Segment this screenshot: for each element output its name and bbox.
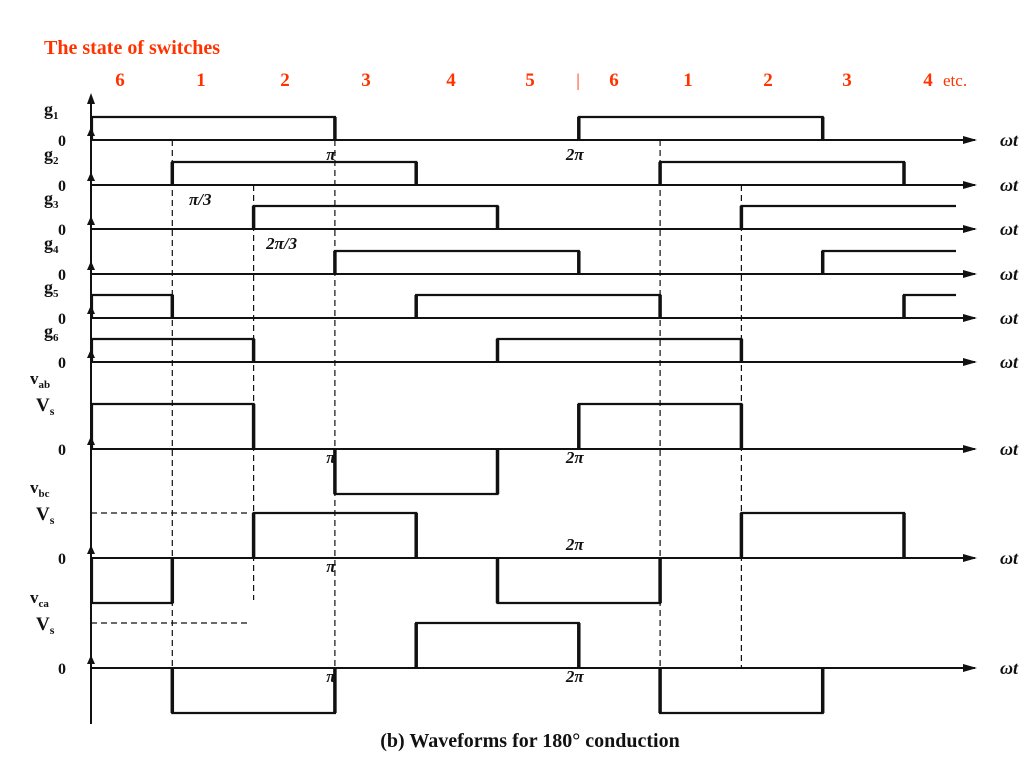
zero-label: 0 (58, 661, 66, 678)
angle-mark: π (326, 145, 336, 164)
time-axis-label: ωt (1000, 175, 1019, 195)
gate-pulse (90, 293, 174, 318)
voltage-pulse (333, 449, 499, 496)
switch-state-title: The state of switches (44, 37, 220, 59)
time-axis-label: ωt (1000, 219, 1019, 239)
switch-state-number: 5 (525, 70, 535, 91)
voltage-pulse (659, 668, 824, 715)
angle-mark: π (326, 557, 336, 576)
vertical-axis-arrow (87, 93, 95, 104)
voltage-label: vbc (30, 478, 50, 500)
angle-mark: π (326, 667, 336, 686)
time-axis-label: ωt (1000, 352, 1019, 372)
zero-label: 0 (58, 222, 66, 239)
switch-state-number: 4 (446, 70, 456, 91)
zero-label: 0 (58, 178, 66, 195)
time-axis-label: ωt (1000, 439, 1019, 459)
gate-pulse (740, 204, 956, 229)
switch-state-sequence: 6 1 2 3 4 5 6 1 2 3 4 | etc. (115, 70, 967, 91)
time-axis-arrow (963, 136, 977, 144)
switch-state-etc: etc. (943, 71, 967, 90)
switch-state-number: 2 (763, 70, 773, 91)
angle-mark: 2π/3 (265, 234, 298, 253)
switch-state-separator: | (576, 70, 580, 90)
switch-state-number: 1 (196, 70, 206, 91)
gate-pulse (90, 115, 336, 140)
voltage-label: vab (30, 369, 50, 391)
gate-pulse (171, 160, 418, 185)
gate-label: g2 (44, 144, 59, 167)
switch-state-number: 4 (923, 70, 933, 91)
switch-state-number: 3 (842, 70, 852, 91)
gate-pulse (415, 293, 662, 318)
time-axis-arrow (963, 314, 977, 322)
zero-label: 0 (58, 442, 66, 459)
time-axis-arrow (963, 664, 977, 672)
vertical-axis-arrow (87, 261, 95, 270)
time-axis-label: ωt (1000, 658, 1019, 678)
gate-label: g6 (44, 321, 59, 344)
voltage-pulse (171, 668, 336, 715)
time-axis-arrow (963, 445, 977, 453)
switch-state-number: 2 (280, 70, 290, 91)
vertical-axis-arrow (87, 216, 95, 225)
angle-mark: 2π (565, 448, 585, 467)
angle-mark: π/3 (189, 190, 212, 209)
voltage-pulse (415, 621, 580, 668)
gate-label: g1 (44, 99, 59, 122)
zero-label: 0 (58, 267, 66, 284)
angle-mark: 2π (565, 145, 585, 164)
switch-state-number: 6 (115, 70, 125, 91)
figure-caption: (b) Waveforms for 180° conduction (380, 730, 679, 752)
angle-mark: 2π (565, 535, 585, 554)
vs-level-label: Vs (36, 614, 55, 637)
time-axis-label: ωt (1000, 130, 1019, 150)
gate-label: g5 (44, 277, 59, 300)
gate-label: g3 (44, 188, 59, 211)
gate-pulse (252, 204, 499, 229)
gate-pulse (821, 249, 956, 274)
time-axis-label: ωt (1000, 548, 1019, 568)
gate-pulse (496, 337, 743, 362)
time-axis-arrow (963, 270, 977, 278)
time-axis-label: ωt (1000, 308, 1019, 328)
zero-label: 0 (58, 551, 66, 568)
vertical-axis-arrow (87, 545, 95, 554)
voltage-pulse (740, 511, 906, 558)
time-axis-arrow (963, 181, 977, 189)
angle-mark: π (326, 448, 336, 467)
gate-label: g4 (44, 233, 59, 256)
voltage-pulse (90, 558, 174, 605)
voltage-pulse (496, 558, 662, 605)
gate-pulse (577, 115, 824, 140)
vertical-axis-arrow (87, 655, 95, 664)
switch-state-number: 3 (361, 70, 371, 91)
gate-pulse (902, 293, 956, 318)
zero-label: 0 (58, 311, 66, 328)
switch-state-number: 6 (609, 70, 619, 91)
vertical-axis-arrow (87, 172, 95, 181)
vs-level-label: Vs (36, 504, 55, 527)
zero-label: 0 (58, 355, 66, 372)
angle-mark: 2π (565, 667, 585, 686)
time-axis-arrow (963, 554, 977, 562)
time-axis-arrow (963, 225, 977, 233)
voltage-label: vca (30, 588, 49, 610)
gate-pulse (659, 160, 906, 185)
time-axis-arrow (963, 358, 977, 366)
zero-label: 0 (58, 133, 66, 150)
vs-level-label: Vs (36, 395, 55, 418)
gate-pulse (333, 249, 580, 274)
time-axis-label: ωt (1000, 264, 1019, 284)
switch-state-number: 1 (683, 70, 693, 91)
